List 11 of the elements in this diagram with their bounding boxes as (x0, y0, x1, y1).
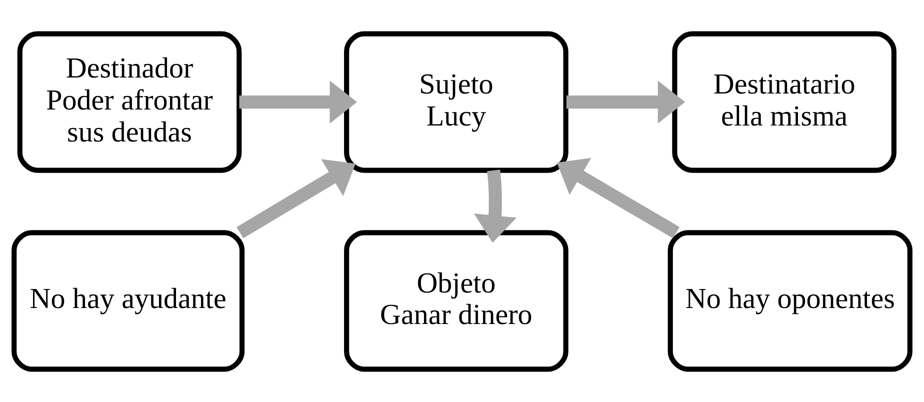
node-box: Sujeto Lucy (344, 30, 568, 172)
arrow (474, 169, 517, 242)
node-box: No hay ayudante (12, 230, 245, 372)
node-box: No hay oponentes (668, 230, 912, 372)
arrow (556, 157, 680, 238)
arrow (239, 80, 358, 123)
node-box: Destinador Poder afrontar sus deudas (17, 30, 242, 172)
arrow (566, 80, 686, 123)
arrow (236, 158, 356, 238)
node-box: Objeto Ganar dinero (344, 230, 568, 372)
node-box: Destinatario ella misma (672, 30, 896, 172)
